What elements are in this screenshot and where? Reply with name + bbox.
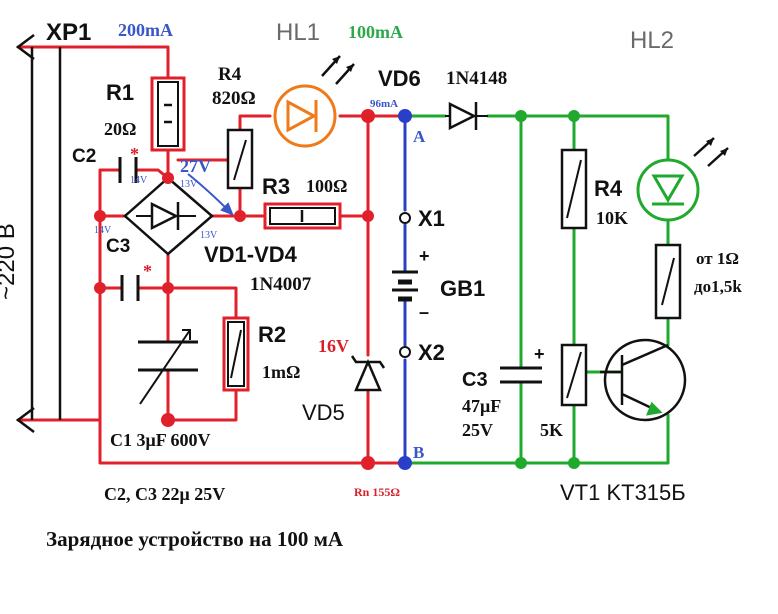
- terminal-x2: [399, 346, 411, 358]
- label-hl2: HL2: [630, 27, 674, 54]
- label-r4-top: R4: [218, 64, 242, 85]
- zener-vd5: [350, 355, 386, 392]
- capacitor-c1: [138, 340, 198, 372]
- terminal-x1: [399, 212, 411, 224]
- caption: Зарядное устройство на 100 мА: [46, 527, 344, 551]
- label-vd5: VD5: [302, 400, 345, 425]
- label-vd6: VD6: [378, 66, 421, 91]
- label-c3-left: C3: [106, 236, 130, 257]
- label-c1: C1 3μF 600V: [110, 430, 211, 450]
- label-rn: Rn 155Ω: [354, 485, 400, 499]
- resistor-r1: [150, 76, 186, 152]
- label-c3-right-value1: 47μF: [462, 396, 501, 416]
- led-hl1: [273, 55, 355, 148]
- capacitor-c3-left: [120, 275, 140, 301]
- label-vt1: VT1 KT315Б: [560, 480, 686, 505]
- label-x1: X1: [418, 206, 445, 231]
- c1-trim-arrow: [139, 329, 191, 405]
- voltage-27v-arrow: [187, 173, 234, 216]
- labels: XP1 200mA HL1 100mA HL2 R1 20Ω R4 820Ω V…: [0, 19, 742, 551]
- label-xp1-current: 200mA: [118, 20, 173, 40]
- battery-gb1: [392, 270, 418, 302]
- label-xp1: XP1: [46, 19, 91, 46]
- label-plus-cap: +: [534, 344, 545, 364]
- label-vd6-part: 1N4148: [446, 68, 507, 89]
- label-r2: R2: [258, 322, 286, 347]
- label-pot-value: 5K: [540, 420, 563, 440]
- label-r4-right: R4: [594, 176, 623, 201]
- capacitor-c2: [118, 157, 138, 183]
- label-hl2-res-2: до1,5k: [694, 277, 742, 296]
- label-c2: C2: [72, 146, 96, 167]
- capacitor-c3-right: [500, 366, 542, 384]
- label-r3-value: 100Ω: [306, 176, 347, 196]
- resistor-r2: [222, 316, 250, 392]
- label-16v: 16V: [318, 336, 349, 356]
- resistor-r4-820: [226, 128, 254, 190]
- label-bridge-part: 1N4007: [250, 274, 312, 295]
- label-minus-batt: –: [419, 302, 429, 322]
- label-13v-b: 13V: [200, 230, 218, 241]
- label-c2c3: C2, C3 22μ 25V: [104, 484, 225, 504]
- label-r3: R3: [262, 174, 290, 199]
- label-bridge: VD1-VD4: [204, 242, 298, 267]
- label-r4-right-value: 10K: [596, 208, 628, 228]
- potentiometer-5k: [560, 343, 588, 407]
- label-hl2-res-1: от 1Ω: [696, 249, 739, 268]
- transistor-vt1: [600, 338, 687, 422]
- label-node-a: A: [413, 127, 426, 146]
- label-r2-value: 1mΩ: [262, 362, 300, 382]
- label-c3-right-value2: 25V: [462, 420, 493, 440]
- label-vd6-current: 96mA: [370, 98, 398, 110]
- label-14v-b: 14V: [94, 225, 112, 236]
- label-hl1: HL1: [276, 19, 320, 46]
- label-r4-top-value: 820Ω: [212, 88, 256, 109]
- label-13v-a: 13V: [180, 179, 198, 190]
- label-node-b: B: [413, 443, 424, 462]
- diode-vd6: [445, 101, 488, 131]
- label-r1: R1: [106, 80, 134, 105]
- plug-xp1: [15, 34, 62, 433]
- label-hl1-current: 100mA: [348, 22, 403, 42]
- bridge-vd1-vd4: [123, 176, 214, 256]
- junction-dots: [94, 109, 580, 470]
- label-27v: 27V: [180, 156, 211, 176]
- led-hl2: [636, 137, 729, 222]
- label-x2: X2: [418, 340, 445, 365]
- label-14v-a: 14V: [130, 175, 148, 186]
- label-star2: *: [143, 261, 152, 281]
- label-gb1: GB1: [440, 276, 485, 301]
- resistor-r4-10k: [560, 148, 588, 230]
- label-plus-batt: +: [419, 246, 430, 266]
- label-mains: ~220 B: [0, 223, 20, 300]
- label-star1: *: [130, 144, 139, 164]
- label-r1-value: 20Ω: [104, 119, 136, 139]
- resistor-r3: [263, 202, 342, 230]
- resistor-hl2: [654, 243, 682, 320]
- label-c3-right: C3: [462, 369, 488, 391]
